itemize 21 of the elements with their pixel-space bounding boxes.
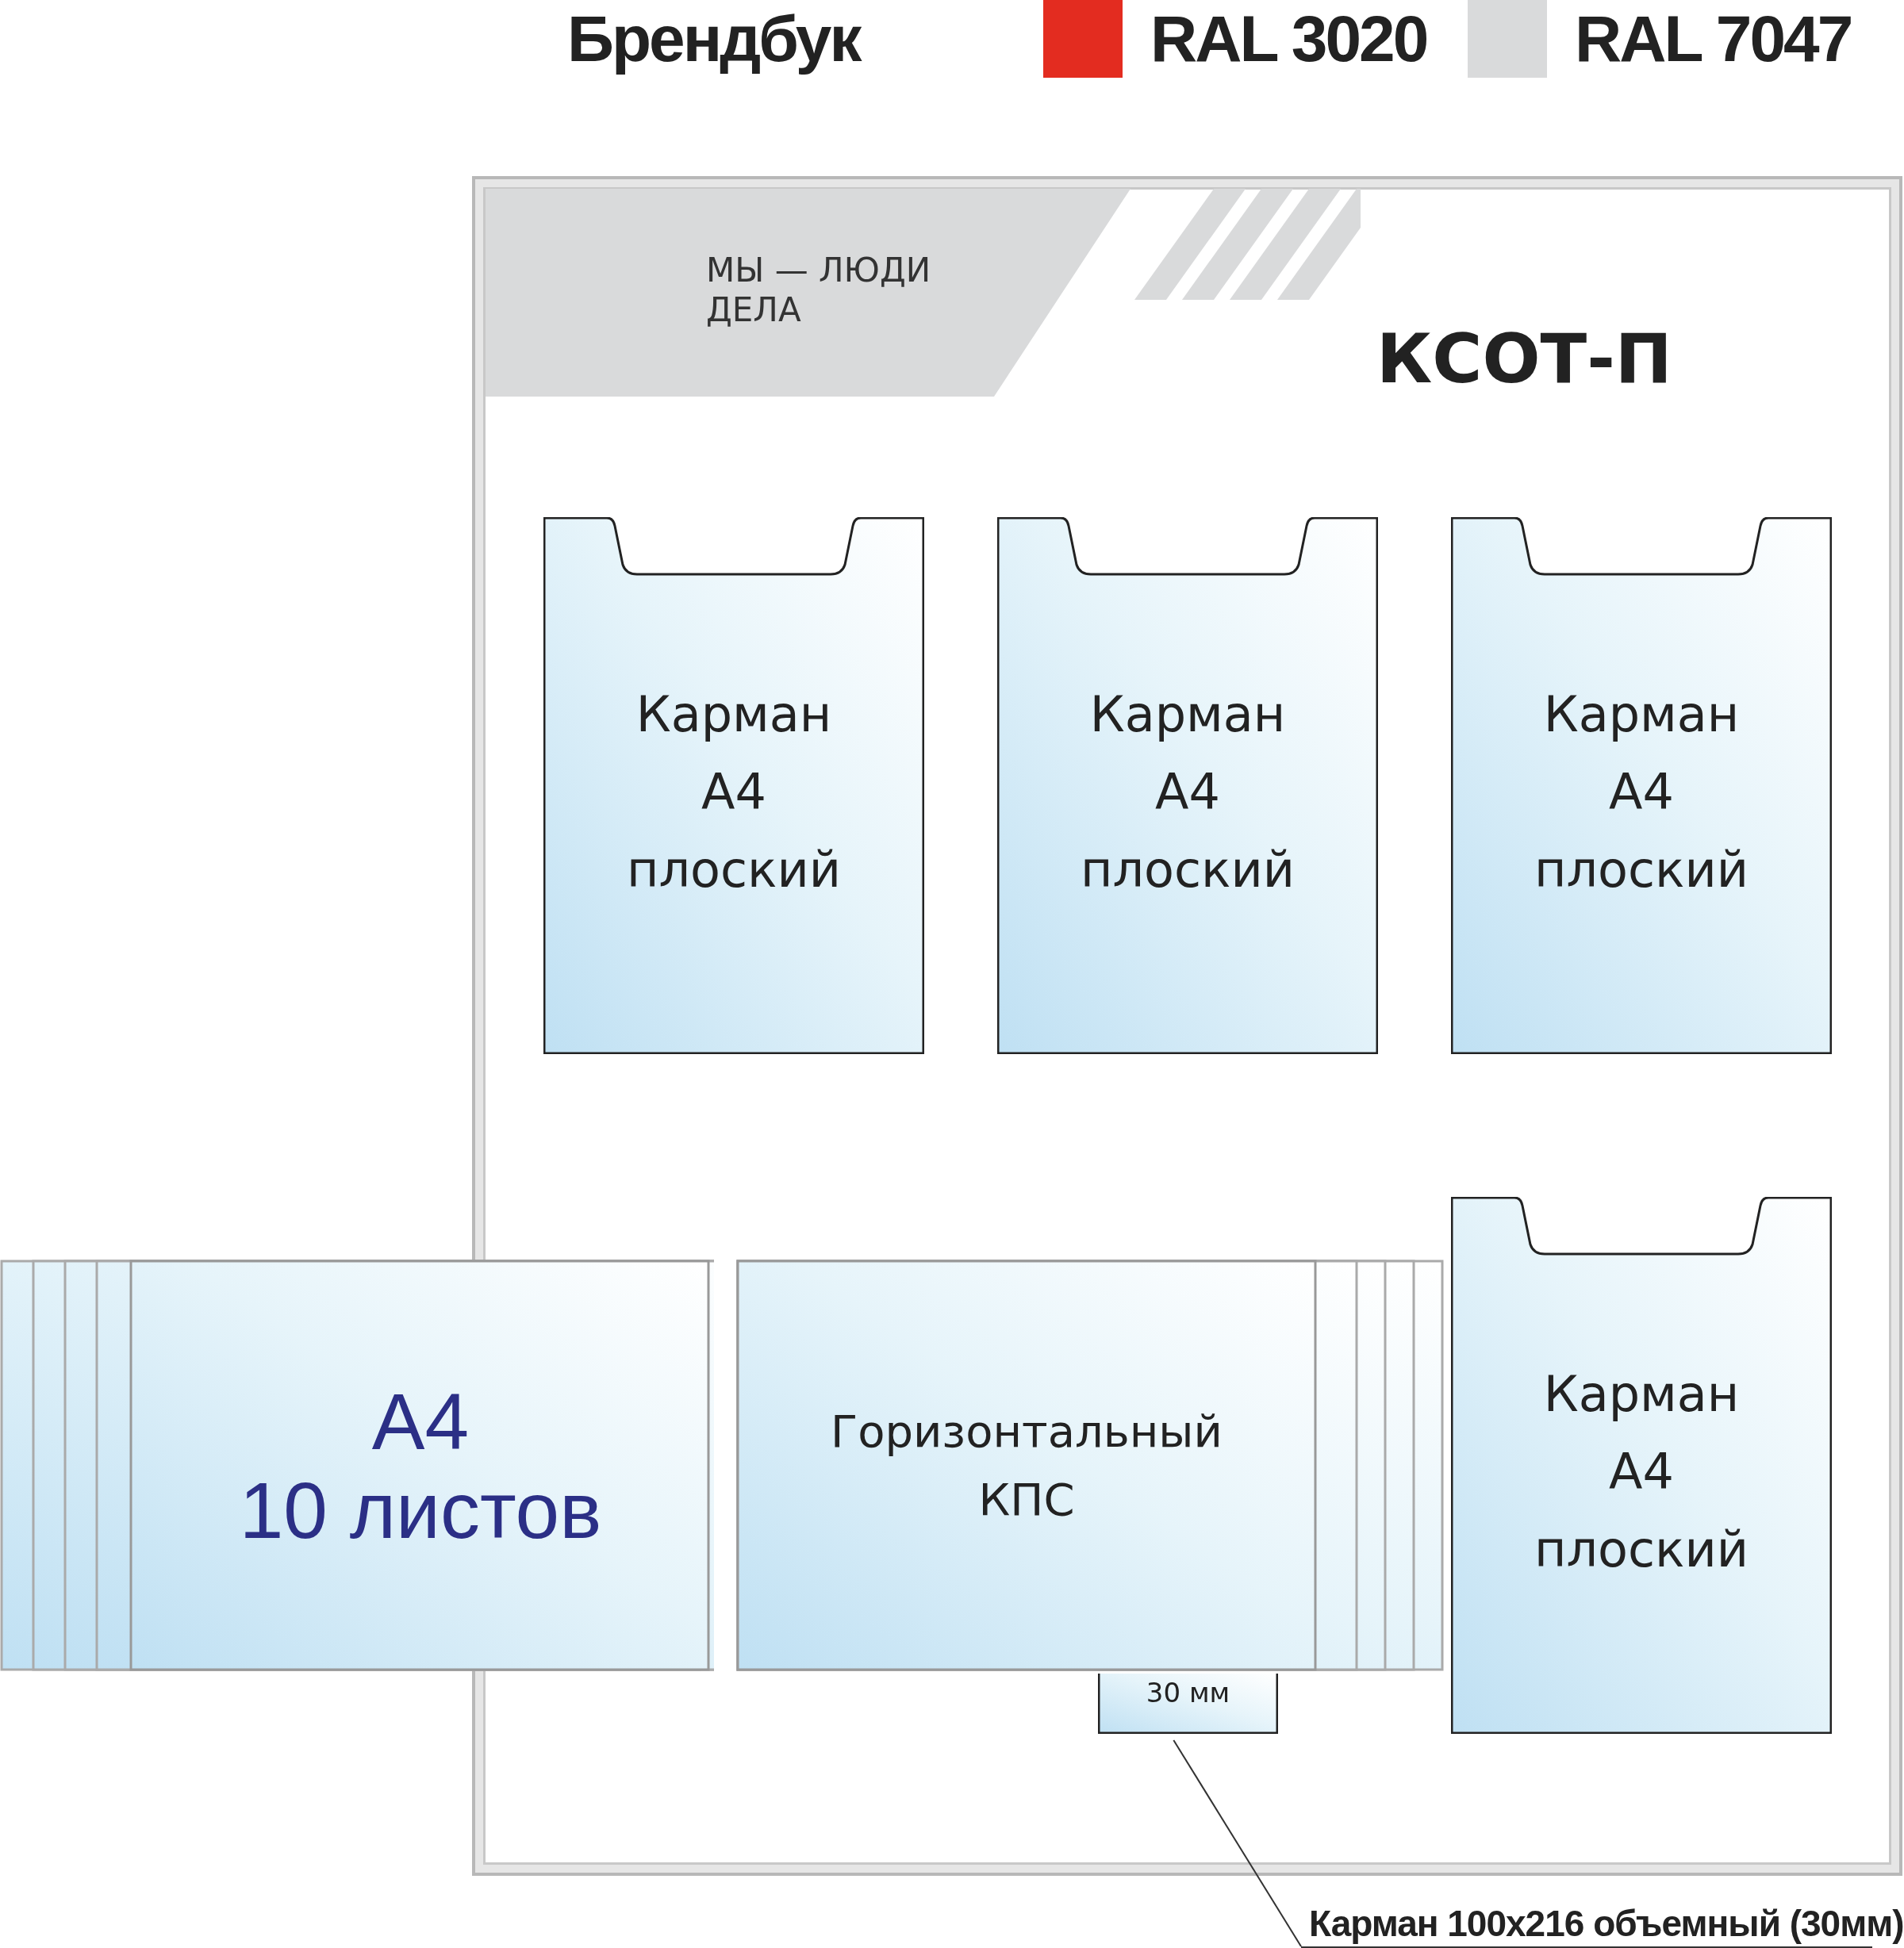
slogan-text: МЫ — ЛЮДИ ДЕЛА	[706, 251, 932, 330]
document-pocket	[1451, 517, 1832, 1054]
pocket-label: Горизонтальный КПС	[830, 1404, 1223, 1527]
pocket-label: Карман А4 плоский	[1079, 684, 1296, 900]
leader-line	[1173, 1739, 1302, 1947]
legend-label: RAL 7047	[1575, 2, 1852, 76]
pocket-label: Карман А4 плоский	[1533, 684, 1750, 900]
pocket-label: Карман А4 плоский	[625, 684, 843, 900]
document-pocket	[1451, 1197, 1832, 1734]
document-pocket	[543, 517, 924, 1054]
pocket-label: 30 мм	[1145, 1677, 1231, 1708]
header-band	[486, 189, 1130, 397]
document-pocket	[997, 517, 1378, 1054]
capacity-label: 10 листов	[239, 1465, 602, 1555]
stand-title: КСОТ-П	[1376, 319, 1672, 398]
brandbook-label: Брендбук	[567, 2, 860, 76]
deep-pocket	[1098, 1674, 1278, 1734]
callout-text: Карман 100х216 объемный (30мм)	[1309, 1902, 1904, 1945]
legend-label: RAL 3020	[1150, 2, 1427, 76]
pocket-label: Карман А4 плоский	[1533, 1364, 1750, 1580]
capacity-label: А4	[371, 1376, 470, 1466]
